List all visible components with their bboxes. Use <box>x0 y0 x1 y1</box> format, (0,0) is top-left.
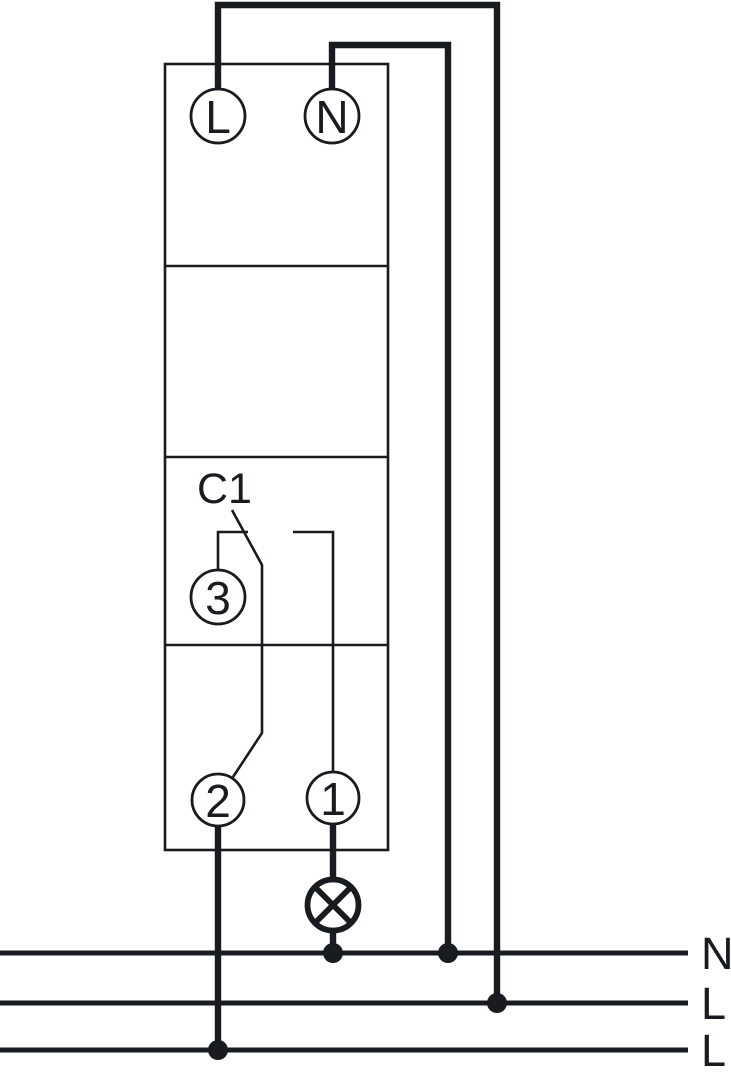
terminal-neutral-label: N <box>315 91 348 143</box>
lamp-cross-line-2 <box>312 884 354 926</box>
bus-live2-label: L <box>701 1025 726 1076</box>
switch-c1 <box>216 509 335 778</box>
switch-c1-label: C1 <box>197 465 252 513</box>
terminal-live-circle <box>189 87 247 145</box>
terminal-live-label: L <box>205 91 231 143</box>
junction-dot-lamp-neutral <box>323 943 343 963</box>
terminal-2-circle <box>190 772 246 828</box>
terminal-3-label: 3 <box>205 572 231 624</box>
lamp-icon <box>304 876 362 934</box>
junction-dot-supply-live <box>487 993 507 1013</box>
labels: L N 3 2 1 C1 N L L <box>197 91 731 1076</box>
terminal-3-circle <box>189 568 247 626</box>
wire-live-supply <box>214 1 501 1003</box>
terminals <box>189 87 361 828</box>
switch-blade <box>230 509 264 778</box>
bus-live1-label: L <box>701 978 726 1029</box>
terminal-2-label: 2 <box>205 775 231 827</box>
junction-dot-supply-neutral <box>438 943 458 963</box>
junction-dots <box>208 943 507 1060</box>
device-body <box>163 62 390 852</box>
switch-contact-terminal3 <box>216 530 248 570</box>
wire-neutral-supply <box>328 41 452 953</box>
bus-neutral-label: N <box>701 928 731 979</box>
supply-wires <box>214 1 501 1050</box>
terminal-1-circle <box>305 770 361 826</box>
junction-dot-terminal2-live <box>208 1040 228 1060</box>
terminal-neutral-circle <box>303 87 361 145</box>
terminal-1-label: 1 <box>320 773 346 825</box>
bus-lines <box>0 950 688 1053</box>
switch-contact-terminal1 <box>293 530 335 772</box>
